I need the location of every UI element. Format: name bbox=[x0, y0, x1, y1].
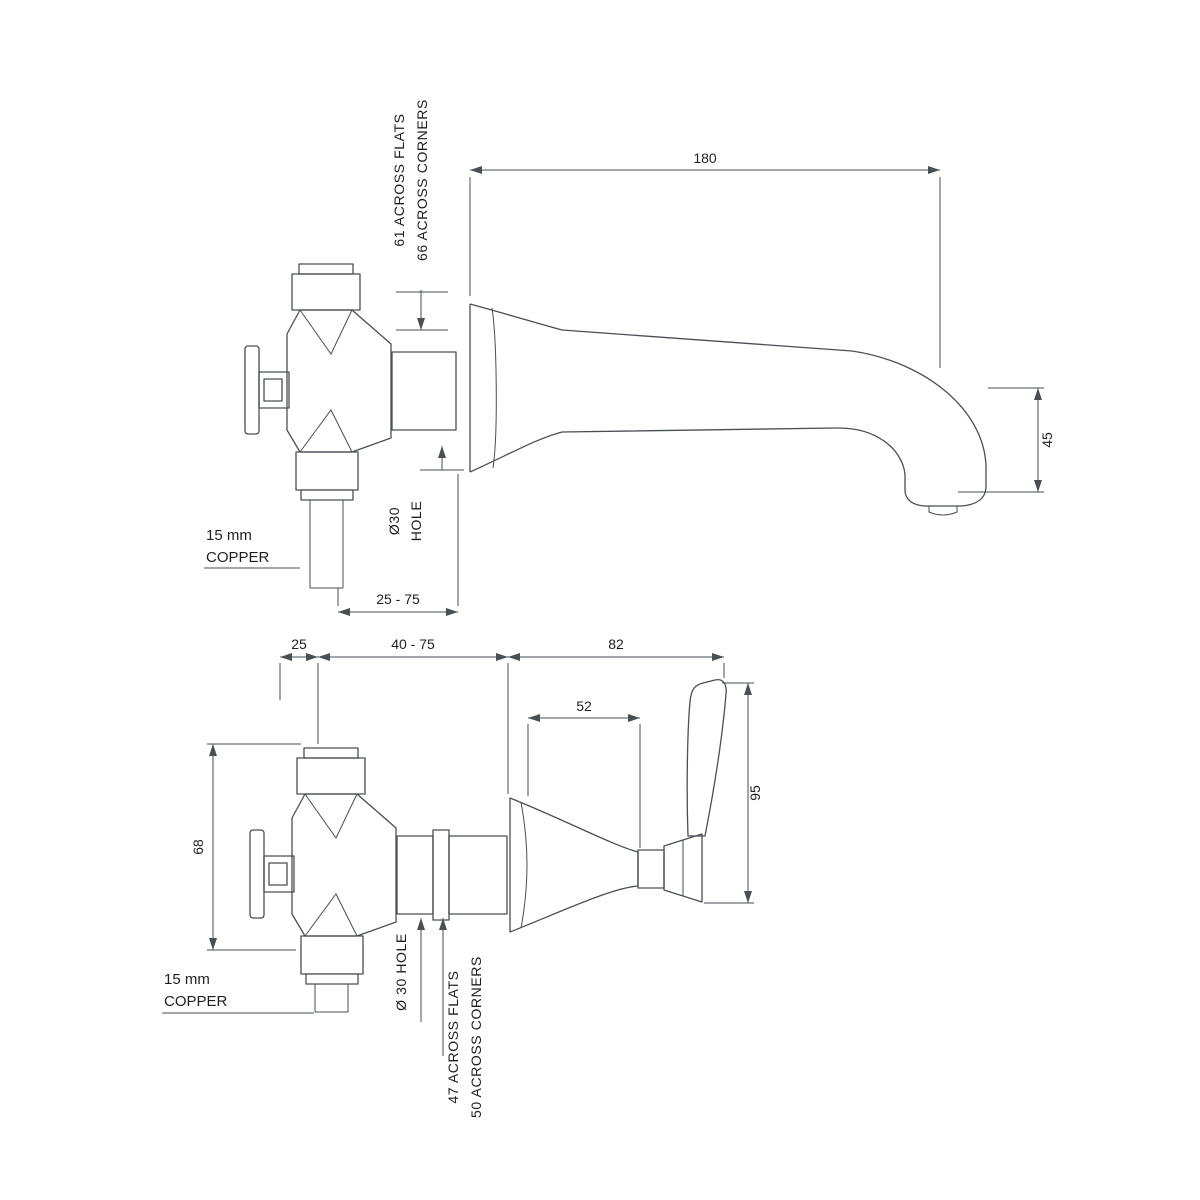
across-corners-66-label: 66 ACROSS CORNERS bbox=[414, 99, 430, 261]
lever-hub bbox=[663, 833, 703, 903]
dim-row-extensions bbox=[279, 663, 725, 794]
top-view: 180 45 61 ACROSS FLATS 66 ACROSS CORNERS… bbox=[204, 99, 1055, 616]
dim-95: 95 bbox=[704, 682, 763, 904]
bottom-across-annotation: 47 ACROSS FLATS 50 ACROSS CORNERS bbox=[439, 918, 484, 1118]
valve-bottom-nut bbox=[300, 935, 364, 975]
dim-45: 45 bbox=[958, 387, 1055, 493]
copper-label: COPPER bbox=[206, 549, 270, 566]
cross-handle-bar bbox=[244, 345, 260, 435]
dim-68: 68 bbox=[190, 743, 301, 951]
valve-top-nut bbox=[296, 757, 366, 795]
lever-blade bbox=[686, 678, 727, 837]
escutcheon-inner-arc bbox=[520, 801, 528, 929]
spout-inner-profile bbox=[469, 427, 937, 507]
threaded-barrel-2 bbox=[448, 835, 508, 915]
valve-bottom-cap bbox=[305, 973, 359, 985]
top-view-valve bbox=[244, 263, 457, 589]
copper-size-label: 15 mm bbox=[164, 971, 210, 988]
escutcheon-cone bbox=[509, 797, 639, 933]
dim-180-label: 180 bbox=[693, 150, 717, 166]
copper-size-label: 15 mm bbox=[206, 527, 252, 544]
hole-30-label-line2: HOLE bbox=[408, 501, 424, 542]
hole-30-label: Ø 30 HOLE bbox=[393, 933, 409, 1011]
hole-30-label-line1: Ø30 bbox=[386, 507, 402, 535]
dim-180: 180 bbox=[469, 150, 941, 368]
across-flats-47-label: 47 ACROSS FLATS bbox=[445, 970, 461, 1103]
threaded-wall-barrel bbox=[391, 351, 457, 431]
valve-body-facets bbox=[304, 793, 358, 937]
valve-body bbox=[286, 309, 392, 453]
copper-tail-pipe bbox=[314, 984, 349, 1013]
threaded-barrel-1 bbox=[396, 835, 434, 915]
dim-row: 25 40 - 75 82 bbox=[279, 636, 725, 794]
dim-25-75-extensions bbox=[337, 474, 459, 606]
dim-95-label: 95 bbox=[747, 785, 763, 801]
valve-top-cap bbox=[303, 747, 359, 759]
dim-95-extensions bbox=[704, 682, 754, 904]
dim-82-label: 82 bbox=[608, 636, 624, 652]
dim-25-75-label: 25 - 75 bbox=[376, 591, 420, 607]
across-annotation-ticks bbox=[396, 291, 448, 331]
bottom-view: 25 40 - 75 82 52 95 68 Ø 30 HOLE bbox=[162, 636, 763, 1118]
dim-68-extensions bbox=[207, 743, 301, 951]
copper-tail-pipe bbox=[309, 500, 344, 589]
dim-180-extensions bbox=[469, 177, 941, 368]
valve-body-facets bbox=[299, 309, 353, 453]
valve-top-cap bbox=[298, 263, 354, 275]
spout-outlet-tip bbox=[928, 506, 958, 516]
valve-bottom-nut bbox=[295, 451, 359, 491]
top-hole-annotation: Ø30 HOLE bbox=[386, 446, 464, 541]
barrel-coupler bbox=[432, 829, 450, 921]
valve-bottom-cap bbox=[300, 489, 354, 501]
bottom-copper-note: 15 mm COPPER bbox=[162, 971, 314, 1014]
bottom-hole-annotation: Ø 30 HOLE bbox=[393, 918, 425, 1022]
valve-top-nut bbox=[291, 273, 361, 311]
dim-45-label: 45 bbox=[1039, 432, 1055, 448]
valve-body bbox=[291, 793, 397, 937]
top-across-annotation: 61 ACROSS FLATS 66 ACROSS CORNERS bbox=[391, 99, 448, 331]
top-copper-note: 15 mm COPPER bbox=[204, 527, 300, 569]
dim-25-75: 25 - 75 bbox=[337, 474, 459, 616]
dim-25-label: 25 bbox=[291, 636, 307, 652]
dim-45-extensions bbox=[958, 387, 1044, 493]
cross-handle-hub bbox=[263, 378, 283, 402]
across-corners-50-label: 50 ACROSS CORNERS bbox=[468, 956, 484, 1118]
cross-handle-bar bbox=[249, 829, 265, 919]
spout-outer-profile bbox=[469, 303, 987, 507]
dim-52-extensions bbox=[527, 724, 641, 848]
lever-handle-assembly bbox=[509, 678, 727, 933]
cross-handle-hub bbox=[268, 862, 288, 886]
dim-68-label: 68 bbox=[190, 839, 206, 855]
dim-40-75-label: 40 - 75 bbox=[391, 636, 435, 652]
across-flats-61-label: 61 ACROSS FLATS bbox=[391, 113, 407, 246]
copper-label: COPPER bbox=[164, 993, 228, 1010]
spout-flange-joint bbox=[491, 307, 497, 469]
dim-52: 52 bbox=[527, 698, 641, 848]
dim-52-label: 52 bbox=[576, 698, 592, 714]
top-view-spout bbox=[469, 303, 987, 516]
valve-spindle bbox=[637, 849, 665, 889]
